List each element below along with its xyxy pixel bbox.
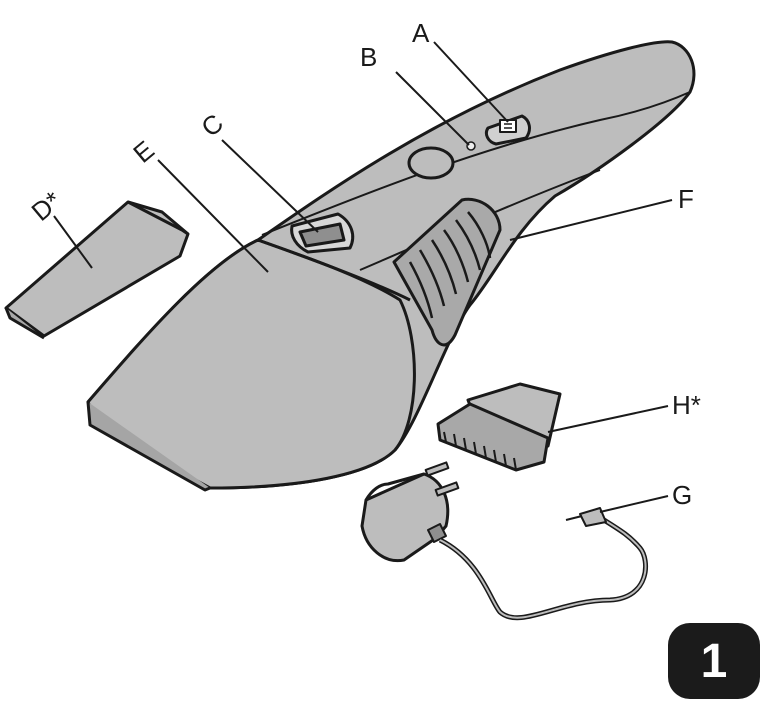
callout-c: C xyxy=(195,108,229,143)
callout-f: F xyxy=(678,184,694,214)
callout-a: A xyxy=(412,18,430,48)
figure-number-badge: 1 xyxy=(668,623,760,699)
brush-tool xyxy=(438,384,560,470)
crevice-tool xyxy=(6,202,188,338)
vacuum-body xyxy=(88,42,694,490)
callout-g: G xyxy=(672,480,692,510)
callout-h: H* xyxy=(672,390,701,420)
callout-d: D* xyxy=(26,185,67,227)
callout-e: E xyxy=(127,135,160,169)
charger xyxy=(362,462,646,617)
callout-b: B xyxy=(360,42,377,72)
